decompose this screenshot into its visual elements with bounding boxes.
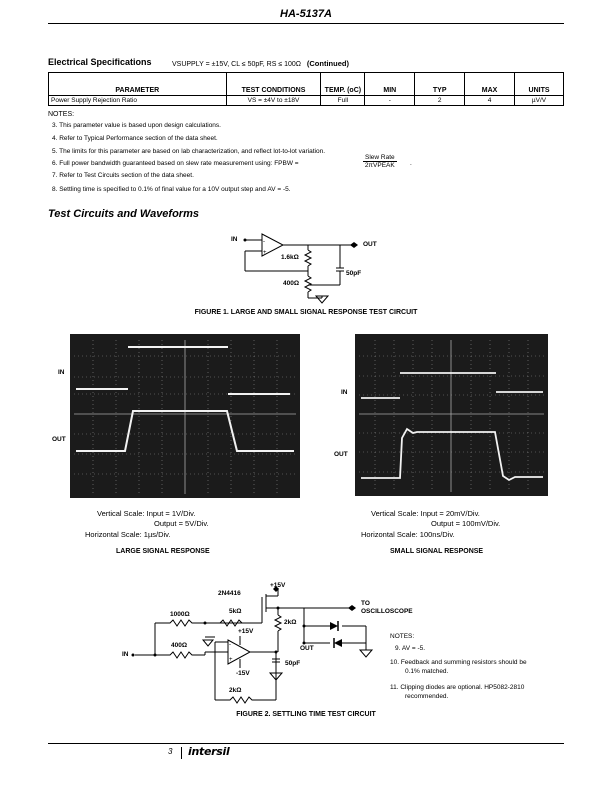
fig2-vminus-label: -15V [236, 670, 250, 677]
cell-units: µV/V [514, 95, 564, 106]
fig2-vplus-label: +15V [238, 628, 254, 635]
figure1-circuit: - + [243, 233, 358, 304]
header-rule [48, 23, 564, 24]
svg-text:-: - [263, 239, 265, 245]
ls-hscale: Horizontal Scale: 1µs/Div. [85, 530, 171, 539]
formula-numerator: Slew Rate [363, 154, 397, 162]
formula-denominator: 2πVPEAK [364, 162, 395, 169]
fig1-r2-label: 400Ω [283, 280, 300, 287]
small-signal-title: SMALL SIGNAL RESPONSE [390, 548, 484, 555]
fig2-r5k-label: 5kΩ [229, 608, 242, 615]
fig1-in-label: IN [231, 236, 238, 243]
fig2-r400-label: 400Ω [171, 642, 188, 649]
fig2-note-11b: recommended. [405, 693, 449, 700]
fig2-out-label: OUT [300, 645, 314, 652]
note-6: 6. Full power bandwidth guaranteed based… [52, 160, 299, 167]
col-max: MAX [464, 72, 516, 96]
note-4: 4. Refer to Typical Performance section … [52, 135, 218, 142]
fig2-in-label: IN [122, 651, 129, 658]
col-temp: TEMP. (oC) [320, 72, 366, 96]
fig2-note-11a: 11. Clipping diodes are optional. HP5082… [390, 684, 525, 691]
section-title: Test Circuits and Waveforms [48, 208, 199, 220]
large-signal-scope [70, 334, 300, 498]
col-units: UNITS [514, 72, 564, 96]
fig1-c-label: 50pF [346, 270, 362, 277]
fig2-note-9: 9. AV = -5. [395, 645, 426, 652]
col-typ: TYP [414, 72, 466, 96]
cell-temp: Full [320, 95, 366, 106]
spec-table: PARAMETER TEST CONDITIONS TEMP. (oC) MIN… [48, 72, 564, 106]
intersil-logo: intersil [188, 745, 230, 758]
document-title: HA-5137A [280, 8, 332, 20]
fig1-r1-label: 1.6kΩ [281, 254, 299, 261]
note-3: 3. This parameter value is based upon de… [52, 122, 221, 129]
spec-conditions-text: VSUPPLY = ±15V, CL ≤ 50pF, RS ≤ 100Ω [172, 61, 302, 68]
figure1-caption: FIGURE 1. LARGE AND SMALL SIGNAL RESPONS… [194, 309, 418, 316]
footer-divider [181, 747, 182, 759]
fig2-note-10b: 0.1% matched. [405, 668, 449, 675]
fig2-notes-heading: NOTES: [390, 633, 415, 640]
ls-vscale-output: Output = 5V/Div. [154, 519, 209, 528]
footer-rule [48, 743, 564, 744]
fig1-out-label: OUT [363, 241, 377, 248]
note-8: 8. Settling time is specified to 0.1% of… [52, 186, 291, 193]
ls-in-label: IN [58, 369, 65, 376]
fig2-vplus-top: +15V [270, 582, 286, 589]
large-signal-title: LARGE SIGNAL RESPONSE [116, 548, 210, 555]
fpbw-formula: Slew Rate 2πVPEAK [363, 154, 397, 169]
svg-text:-: - [229, 642, 231, 648]
col-parameter: PARAMETER [48, 72, 227, 96]
fig2-note-10a: 10. Feedback and summing resistors shoul… [390, 659, 527, 666]
small-signal-scope [355, 334, 548, 496]
cell-test-conditions: VS = ±4V to ±18V [225, 95, 322, 106]
svg-text:+: + [263, 250, 267, 256]
fig2-oscilloscope-label: OSCILLOSCOPE [361, 608, 413, 615]
ss-vscale: Vertical Scale: Input = 20mV/Div. [371, 509, 480, 518]
spec-continued: (Continued) [306, 59, 349, 68]
spec-title: Electrical Specifications [48, 57, 152, 67]
ls-vscale: Vertical Scale: Input = 1V/Div. [97, 509, 196, 518]
fig2-to-label: TO [361, 600, 370, 607]
fig2-r2k-b-label: 2kΩ [229, 687, 242, 694]
formula-period: . [410, 160, 412, 167]
note-7: 7. Refer to Test Circuits section of the… [52, 172, 194, 179]
page-number: 3 [168, 747, 173, 756]
fig2-r2k-a-label: 2kΩ [284, 619, 297, 626]
spec-conditions: VSUPPLY = ±15V, CL ≤ 50pF, RS ≤ 100Ω (Co… [172, 59, 349, 68]
table-row: Power Supply Rejection Ratio VS = ±4V to… [48, 95, 564, 106]
fig2-fet-label: 2N4416 [218, 590, 241, 597]
svg-text:+: + [229, 657, 233, 663]
ls-out-label: OUT [52, 436, 66, 443]
ss-out-label: OUT [334, 451, 348, 458]
figure2-circuit: - + [131, 586, 374, 704]
ss-hscale: Horizontal Scale: 100ns/Div. [361, 530, 455, 539]
ss-in-label: IN [341, 389, 348, 396]
ss-vscale-output: Output = 100mV/Div. [431, 519, 501, 528]
note-5: 5. The limits for this parameter are bas… [52, 148, 326, 155]
notes-heading: NOTES: [48, 111, 75, 118]
spec-header-row: PARAMETER TEST CONDITIONS TEMP. (oC) MIN… [48, 72, 564, 96]
fig2-r1000-label: 1000Ω [170, 611, 190, 618]
fig2-c50-label: 50pF [285, 660, 301, 667]
figure2-caption: FIGURE 2. SETTLING TIME TEST CIRCUIT [236, 711, 376, 718]
